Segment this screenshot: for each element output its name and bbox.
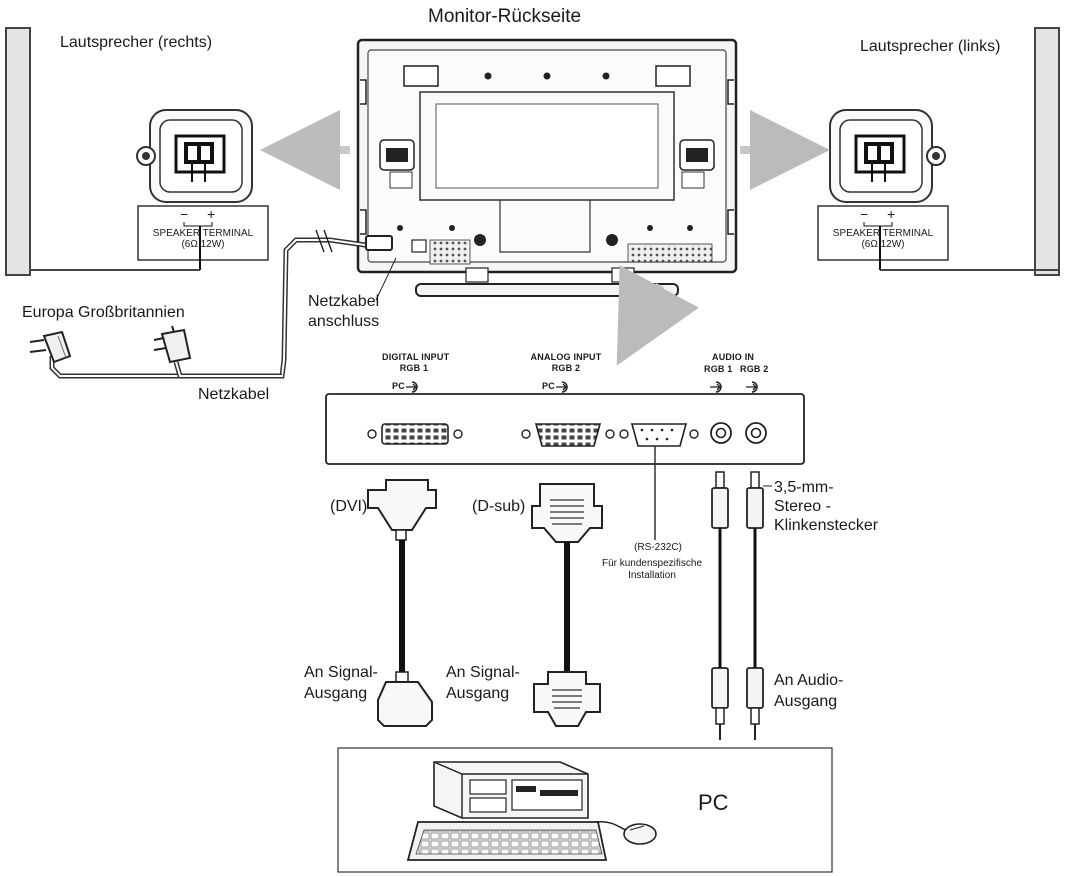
pc-label: PC [698, 790, 729, 815]
speaker-left-terminal: SPEAKER TERMINAL (6Ω 12W) [820, 228, 946, 250]
pc-box [337, 747, 833, 873]
rs232c-note: Für kundenspezifische Installation [590, 558, 714, 582]
signal-out1-line2: Ausgang [304, 685, 368, 702]
speaker-left-terminal-line2: (6Ω 12W) [861, 239, 905, 250]
speaker-right-minus: − [180, 206, 189, 222]
speaker-right [5, 27, 269, 276]
audio-cables [711, 471, 772, 740]
signal-out1-line1: An Signal- [304, 664, 378, 681]
audio-out-line1: An Audio- [774, 672, 844, 689]
dvi-cable [367, 479, 437, 727]
plug-europe [29, 330, 72, 364]
audio-out-label: An Audio- Ausgang [774, 670, 843, 712]
speaker-right-plus: + [207, 206, 216, 222]
plug-uk [153, 325, 192, 364]
audio-in-label: AUDIO IN [712, 352, 755, 362]
speaker-right-terminal-line2: (6Ω 12W) [181, 239, 225, 250]
power-connector-label: Netzkabel anschluss [308, 292, 379, 332]
dsub-label: (D-sub) [472, 498, 526, 515]
diagram-title: Monitor-Rückseite [428, 6, 582, 27]
analog-input-line2: RGB 2 [551, 363, 581, 373]
speaker-left-minus: − [860, 206, 869, 222]
dvi-label: (DVI) [330, 498, 368, 515]
input-port-icons [406, 381, 758, 393]
stereo-plug-line3: Klinkenstecker [774, 517, 879, 534]
speaker-right-label: Lautsprecher (rechts) [60, 34, 213, 51]
analog-input-line1: ANALOG INPUT [530, 352, 602, 362]
audio-rgb2-label: RGB 2 [740, 364, 769, 374]
dsub-cable [531, 483, 603, 727]
speaker-right-terminal: SPEAKER TERMINAL (6Ω 12W) [140, 228, 266, 250]
analog-pc-label: PC [542, 381, 555, 391]
speaker-left [817, 27, 1060, 276]
speaker-right-terminal-line1: SPEAKER TERMINAL [152, 228, 254, 239]
power-connector-line1: Netzkabel [308, 293, 380, 310]
rs232c-note-line1: Für kundenspezifische [601, 558, 703, 569]
audio-rgb1-label: RGB 1 [704, 364, 733, 374]
digital-input-label: DIGITAL INPUT RGB 1 [382, 352, 450, 374]
monitor-back [356, 38, 738, 297]
digital-input-line1: DIGITAL INPUT [382, 352, 450, 362]
digital-input-line2: RGB 1 [399, 363, 429, 373]
speaker-left-plus: + [887, 206, 896, 222]
digital-pc-label: PC [392, 381, 405, 391]
signal-out2-label: An Signal- Ausgang [446, 662, 520, 704]
connector-panel [325, 393, 805, 465]
stereo-plug-line1: 3,5-mm- [774, 479, 834, 496]
power-connector-line2: anschluss [308, 313, 380, 330]
speaker-left-terminal-line1: SPEAKER TERMINAL [832, 228, 934, 239]
stereo-plug-label: 3,5-mm- Stereo - Klinkenstecker [774, 478, 878, 535]
speaker-left-label: Lautsprecher (links) [860, 38, 1001, 55]
plug-regions-label: Europa Großbritannien [22, 304, 185, 321]
signal-out2-line2: Ausgang [446, 685, 510, 702]
stereo-plug-line2: Stereo - [774, 498, 831, 515]
rs232c-label: (RS-232C) [634, 542, 682, 553]
analog-input-label: ANALOG INPUT RGB 2 [530, 352, 602, 374]
signal-out1-label: An Signal- Ausgang [304, 662, 378, 704]
signal-out2-line1: An Signal- [446, 664, 520, 681]
power-cable-label: Netzkabel [198, 386, 270, 403]
audio-out-line2: Ausgang [774, 693, 838, 710]
rs232c-note-line2: Installation [628, 570, 676, 581]
